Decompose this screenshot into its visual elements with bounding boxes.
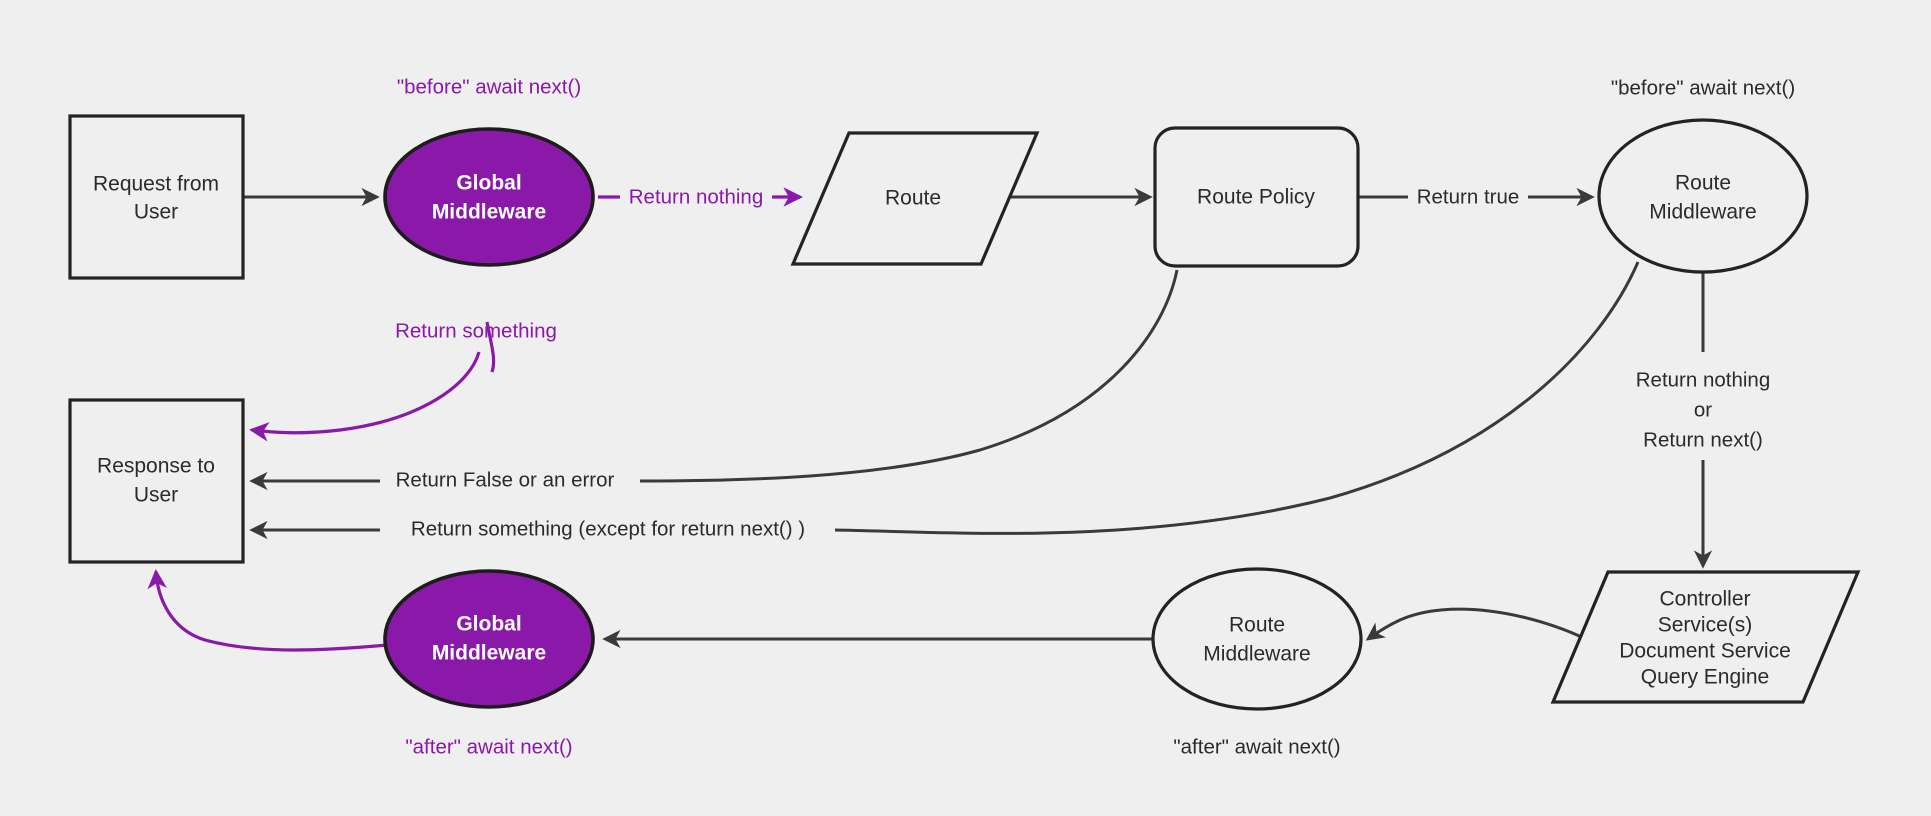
- controller-label-line4: Query Engine: [1641, 666, 1769, 689]
- label-return-something-except-next: Return something (except for return next…: [411, 517, 805, 540]
- response-to-user-label-line1: Response to: [97, 455, 215, 478]
- label-route-before-await-next: "before" await next(): [1611, 76, 1795, 99]
- edge-global-middleware-to-response: [249, 351, 481, 442]
- node-global-middleware-bottom[interactable]: Global Middleware: [383, 569, 595, 709]
- label-return-nothing: Return nothing: [629, 185, 763, 208]
- edge-global-middleware-return-something-stub: [485, 321, 496, 373]
- node-route[interactable]: Route: [790, 131, 1040, 266]
- request-from-user-label-line2: User: [134, 201, 178, 224]
- controller-services-parallelogram: [1550, 570, 1861, 704]
- node-request-from-user[interactable]: Request from User: [68, 114, 245, 280]
- response-to-user-label-line2: User: [134, 484, 178, 507]
- node-controller-services[interactable]: Controller Service(s) Document Service Q…: [1550, 570, 1861, 704]
- route-policy-label: Route Policy: [1197, 186, 1315, 209]
- response-to-user-box: [68, 398, 245, 564]
- node-route-middleware-bottom[interactable]: Route Middleware: [1151, 567, 1363, 711]
- route-middleware-top-label-line1: Route: [1675, 172, 1731, 195]
- edge-route-middleware-to-response-curve: [834, 261, 1640, 535]
- label-return-true: Return true: [1417, 185, 1520, 208]
- node-response-to-user[interactable]: Response to User: [68, 398, 245, 564]
- route-middleware-bottom-ellipse: [1151, 567, 1363, 711]
- label-return-nothing-or-next-line1: Return nothing: [1636, 368, 1770, 391]
- global-middleware-bottom-ellipse: [383, 569, 595, 709]
- route-policy-box: [1153, 126, 1360, 268]
- label-return-nothing-or-next-line2: or: [1694, 398, 1712, 421]
- node-route-middleware-top[interactable]: Route Middleware: [1597, 118, 1809, 274]
- label-global-after-await-next: "after" await next(): [405, 735, 572, 758]
- controller-label-line2: Service(s): [1658, 614, 1753, 637]
- node-global-middleware-top[interactable]: Global Middleware: [383, 127, 595, 267]
- global-middleware-top-ellipse: [383, 127, 595, 267]
- controller-label-line1: Controller: [1659, 588, 1750, 611]
- global-middleware-bottom-label-line1: Global: [456, 613, 521, 636]
- route-parallelogram: [790, 131, 1040, 266]
- route-middleware-top-label-line2: Middleware: [1649, 201, 1756, 224]
- node-route-policy[interactable]: Route Policy: [1153, 126, 1360, 268]
- global-middleware-top-label-line2: Middleware: [432, 201, 546, 224]
- label-global-before-await-next: "before" await next(): [397, 75, 581, 98]
- request-from-user-label-line1: Request from: [93, 173, 219, 196]
- label-route-after-await-next: "after" await next(): [1173, 735, 1340, 758]
- edge-controller-to-route-middleware-bottom: [1365, 607, 1589, 642]
- global-middleware-bottom-label-line2: Middleware: [432, 642, 546, 665]
- label-return-nothing-or-next-line3: Return next(): [1643, 428, 1763, 451]
- route-middleware-top-ellipse: [1597, 118, 1809, 274]
- route-middleware-bottom-label-line1: Route: [1229, 614, 1285, 637]
- route-label: Route: [885, 187, 941, 210]
- edge-global-middleware-bottom-to-response: [147, 569, 389, 652]
- controller-label-line3: Document Service: [1619, 640, 1791, 663]
- route-middleware-bottom-label-line2: Middleware: [1203, 643, 1310, 666]
- label-return-false-or-an-error: Return False or an error: [396, 468, 615, 491]
- global-middleware-top-label-line1: Global: [456, 172, 521, 195]
- label-return-something: Return something: [395, 319, 557, 342]
- request-from-user-box: [68, 114, 245, 280]
- edge-route-policy-to-response-curve: [639, 269, 1179, 483]
